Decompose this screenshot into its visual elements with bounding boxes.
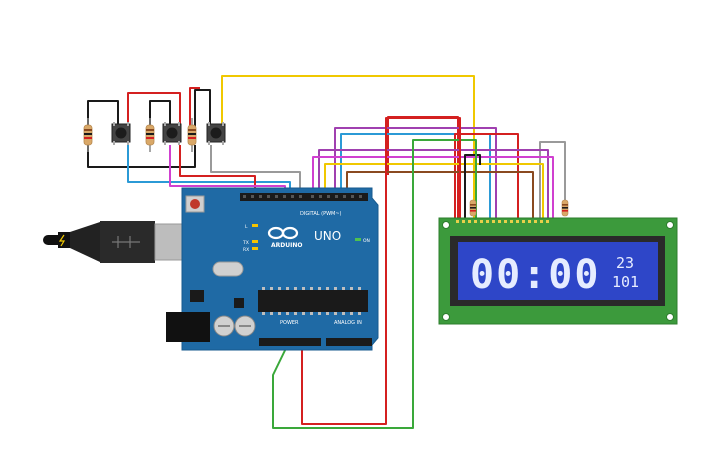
lcd-mount-hole-br: [666, 313, 674, 321]
led-l: [252, 224, 258, 227]
lcd-module[interactable]: 00:00 23 101: [438, 199, 678, 325]
model-label: UNO: [314, 229, 341, 243]
digital-header-pins: [243, 195, 362, 198]
resistor-3[interactable]: [187, 118, 197, 152]
arduino-board[interactable]: DIGITAL (PWM~) L TX RX ARDUINO UNO ON: [166, 187, 379, 351]
resistor-2[interactable]: [145, 118, 155, 152]
wire-purple-2[interactable]: [318, 149, 549, 222]
crystal-oscillator: [212, 261, 244, 277]
wire-red-1[interactable]: [387, 116, 459, 222]
lcd-pin-header: [456, 220, 549, 223]
capacitor-2: [234, 315, 256, 337]
resistor-1[interactable]: [83, 118, 93, 152]
wire-black-btn1[interactable]: [87, 100, 119, 128]
power-jack[interactable]: [166, 312, 210, 342]
power-header-label: POWER: [280, 320, 299, 326]
usb-chip: [190, 290, 204, 302]
power-header[interactable]: [259, 338, 321, 346]
led-rx: [252, 247, 258, 250]
lcd-small-bottom: 101: [612, 273, 639, 291]
led-l-label: L: [245, 224, 248, 230]
lcd-screen: [458, 242, 658, 300]
analog-header[interactable]: [326, 338, 372, 346]
led-rx-label: RX: [243, 247, 249, 253]
wire-red-2[interactable]: [454, 133, 519, 222]
digital-header-label: DIGITAL (PWM~): [300, 211, 342, 217]
lcd-resistor-2[interactable]: [561, 199, 569, 217]
atmega-chip: [258, 290, 368, 312]
wire-magenta-1[interactable]: [312, 156, 554, 222]
capacitor-1: [213, 315, 235, 337]
wire-black-gnd[interactable]: [87, 145, 196, 168]
wire-red-btn[interactable]: [127, 92, 181, 128]
led-on: [355, 238, 361, 241]
regulator: [234, 298, 244, 308]
wire-red-btn3[interactable]: [189, 87, 200, 128]
digital-header[interactable]: [240, 193, 368, 201]
push-button-3[interactable]: [206, 122, 226, 145]
button-section: [83, 118, 226, 152]
led-tx-label: TX: [242, 240, 249, 246]
arduino-logo-icon: [267, 226, 299, 240]
wire-yellow-2[interactable]: [324, 163, 544, 222]
wire-blue-1[interactable]: [340, 133, 491, 222]
lcd-mount-hole-bl: [442, 313, 450, 321]
led-tx: [252, 240, 258, 243]
chip-pins: [262, 287, 361, 315]
wire-black-btn2[interactable]: [149, 100, 171, 128]
push-button-2[interactable]: [162, 122, 182, 145]
wire-gray-1[interactable]: [539, 141, 566, 222]
lcd-mount-hole-tl: [442, 221, 450, 229]
led-on-label: ON: [363, 238, 370, 244]
wire-black-btn3[interactable]: [194, 89, 211, 128]
reset-button[interactable]: [185, 195, 205, 213]
lcd-small-top: 23: [616, 254, 634, 272]
power-icon: [58, 234, 66, 247]
wire-brown-1[interactable]: [346, 171, 534, 222]
usb-icon: [112, 236, 140, 248]
lcd-mount-hole-tr: [666, 221, 674, 229]
lcd-resistor-1[interactable]: [469, 199, 477, 217]
push-button-1[interactable]: [111, 122, 131, 145]
brand-label: ARDUINO: [271, 242, 302, 249]
analog-header-label: ANALOG IN: [334, 320, 362, 326]
wire-black-1[interactable]: [464, 154, 481, 222]
wire-gray-btn[interactable]: [210, 145, 301, 198]
lcd-big-digits: 00:00: [470, 252, 600, 298]
